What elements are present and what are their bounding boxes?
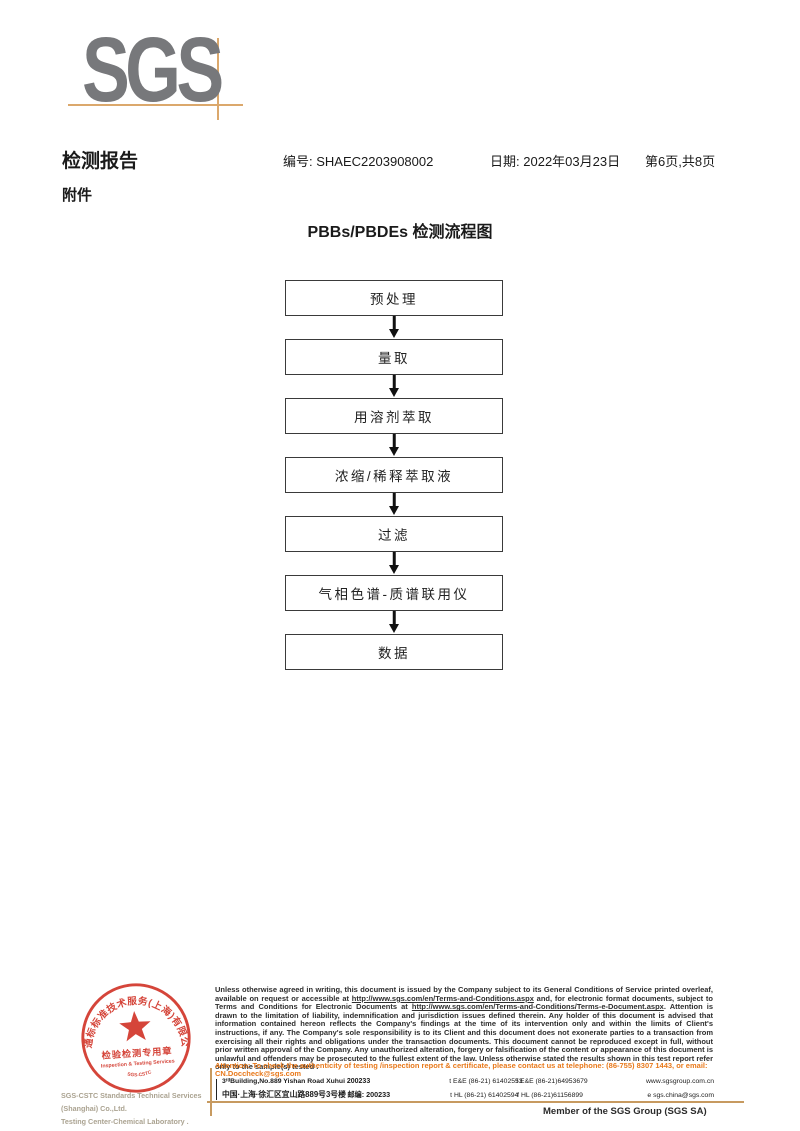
legal-text-2: and, for electronic format documents, su…: [215, 993, 713, 1012]
report-number: 编号: SHAEC2203908002: [283, 151, 433, 170]
website-url[interactable]: www.sgsgroup.com.cn: [646, 1078, 715, 1085]
footer-divider-horizontal: [207, 1101, 744, 1103]
flow-arrow-down-icon: [285, 375, 503, 398]
flow-step-pretreatment: 预处理: [285, 280, 503, 316]
terms-conditions-link[interactable]: http://www.sgs.com/en/Terms-and-Conditio…: [351, 993, 534, 1003]
flow-arrow-down-icon: [285, 434, 503, 457]
flow-step-data: 数据: [285, 634, 503, 670]
stamp-center-label: 检验检测专用章: [101, 1045, 173, 1061]
fax-en: f E&E (86-21)64953679: [516, 1078, 588, 1085]
page-indicator: 第6页,共8页: [645, 154, 716, 169]
flow-step-gcms: 气相色谱-质谱联用仪: [285, 575, 503, 611]
svg-text:通标标准技术服务(上海)有限公司: 通标标准技术服务(上海)有限公司: [74, 976, 190, 1055]
address-en: 3ʳᵈBuilding,No.889 Yishan Road Xuhui Dis…: [222, 1078, 347, 1085]
flow-arrow-down-icon: [285, 316, 503, 339]
flow-arrow-down-icon: [285, 493, 503, 516]
report-date-value: 2022年03月23日: [523, 154, 621, 169]
postcode-cn: 邮编: 200233: [347, 1090, 391, 1099]
legal-terms-paragraph: Unless otherwise agreed in writing, this…: [215, 985, 713, 1072]
report-number-label: 编号:: [283, 154, 313, 169]
svg-text:SGS-CSTC: SGS-CSTC: [126, 1069, 153, 1079]
report-number-value: SHAEC2203908002: [316, 154, 434, 169]
address-block: 3ʳᵈBuilding,No.889 Yishan Road Xuhui Dis…: [222, 1078, 714, 1100]
logo-crosshair-vertical: [217, 38, 219, 120]
address-row-cn: 中国·上海·徐汇区宜山路889号3号楼 邮编: 200233 t HL (86-…: [222, 1089, 714, 1100]
sgs-logo: SGS: [82, 19, 224, 121]
flow-step-solvent-extraction: 用溶剂萃取: [285, 398, 503, 434]
sgs-member-text: Member of the SGS Group (SGS SA): [543, 1106, 707, 1117]
address-row-en: 3ʳᵈBuilding,No.889 Yishan Road Xuhui Dis…: [222, 1078, 714, 1089]
telephone-cn: t HL (86-21) 61402594: [450, 1092, 519, 1099]
attention-notice: Attention: To check the authenticity of …: [215, 1061, 708, 1078]
address-separator-bar: [216, 1079, 218, 1100]
company-name-line2: Testing Center-Chemical Laboratory .: [61, 1117, 189, 1126]
telephone-en: t E&E (86-21) 61402553: [449, 1078, 523, 1085]
fax-cn: f HL (86-21)61156899: [517, 1092, 583, 1099]
stamp-ring: [81, 983, 191, 1093]
stamp-ring-text: 通标标准技术服务(上海)有限公司: [74, 976, 190, 1055]
report-date: 日期: 2022年03月23日: [490, 151, 620, 170]
flow-step-filter: 过滤: [285, 516, 503, 552]
footer-divider-vertical: [210, 1068, 212, 1116]
email-address[interactable]: e sgs.china@sgs.com: [647, 1092, 714, 1099]
stamp-bottom-arc-text: SGS-CSTC: [126, 1069, 153, 1079]
postcode-en: 200233: [346, 1078, 371, 1085]
report-date-label: 日期:: [490, 154, 520, 169]
attachment-label: 附件: [62, 187, 93, 204]
red-seal-stamp: 通标标准技术服务(上海)有限公司 检验检测专用章 Inspection & Te…: [74, 976, 191, 1093]
logo-crosshair-horizontal: [68, 104, 243, 106]
stamp-star-icon: [119, 1010, 151, 1042]
address-cn: 中国·上海·徐汇区宜山路889号3号楼: [222, 1090, 346, 1099]
flow-step-concentrate-dilute: 浓缩/稀释萃取液: [285, 457, 503, 493]
report-title: 检测报告: [62, 151, 139, 172]
terms-e-document-link[interactable]: http://www.sgs.com/en/Terms-and-Conditio…: [411, 1002, 664, 1012]
company-name-line1: SGS-CSTC Standards Technical Services (S…: [61, 1091, 202, 1113]
flowchart-title: PBBs/PBDEs 检测流程图: [307, 224, 493, 241]
legal-text-3: . Attention is drawn to the limitation o…: [215, 1002, 713, 1072]
flow-arrow-down-icon: [285, 552, 503, 575]
flow-step-measure: 量取: [285, 339, 503, 375]
stamp-center-label-en: Inspection & Testing Services: [101, 1058, 175, 1069]
flowchart: 预处理 量取 用溶剂萃取 浓缩/稀释萃取液 过滤 气相色谱-质谱联用仪 数据: [285, 280, 503, 670]
legal-text-1: Unless otherwise agreed in writing, this…: [215, 985, 713, 1003]
flow-arrow-down-icon: [285, 611, 503, 634]
company-name-block: SGS-CSTC Standards Technical Services (S…: [61, 1089, 221, 1128]
